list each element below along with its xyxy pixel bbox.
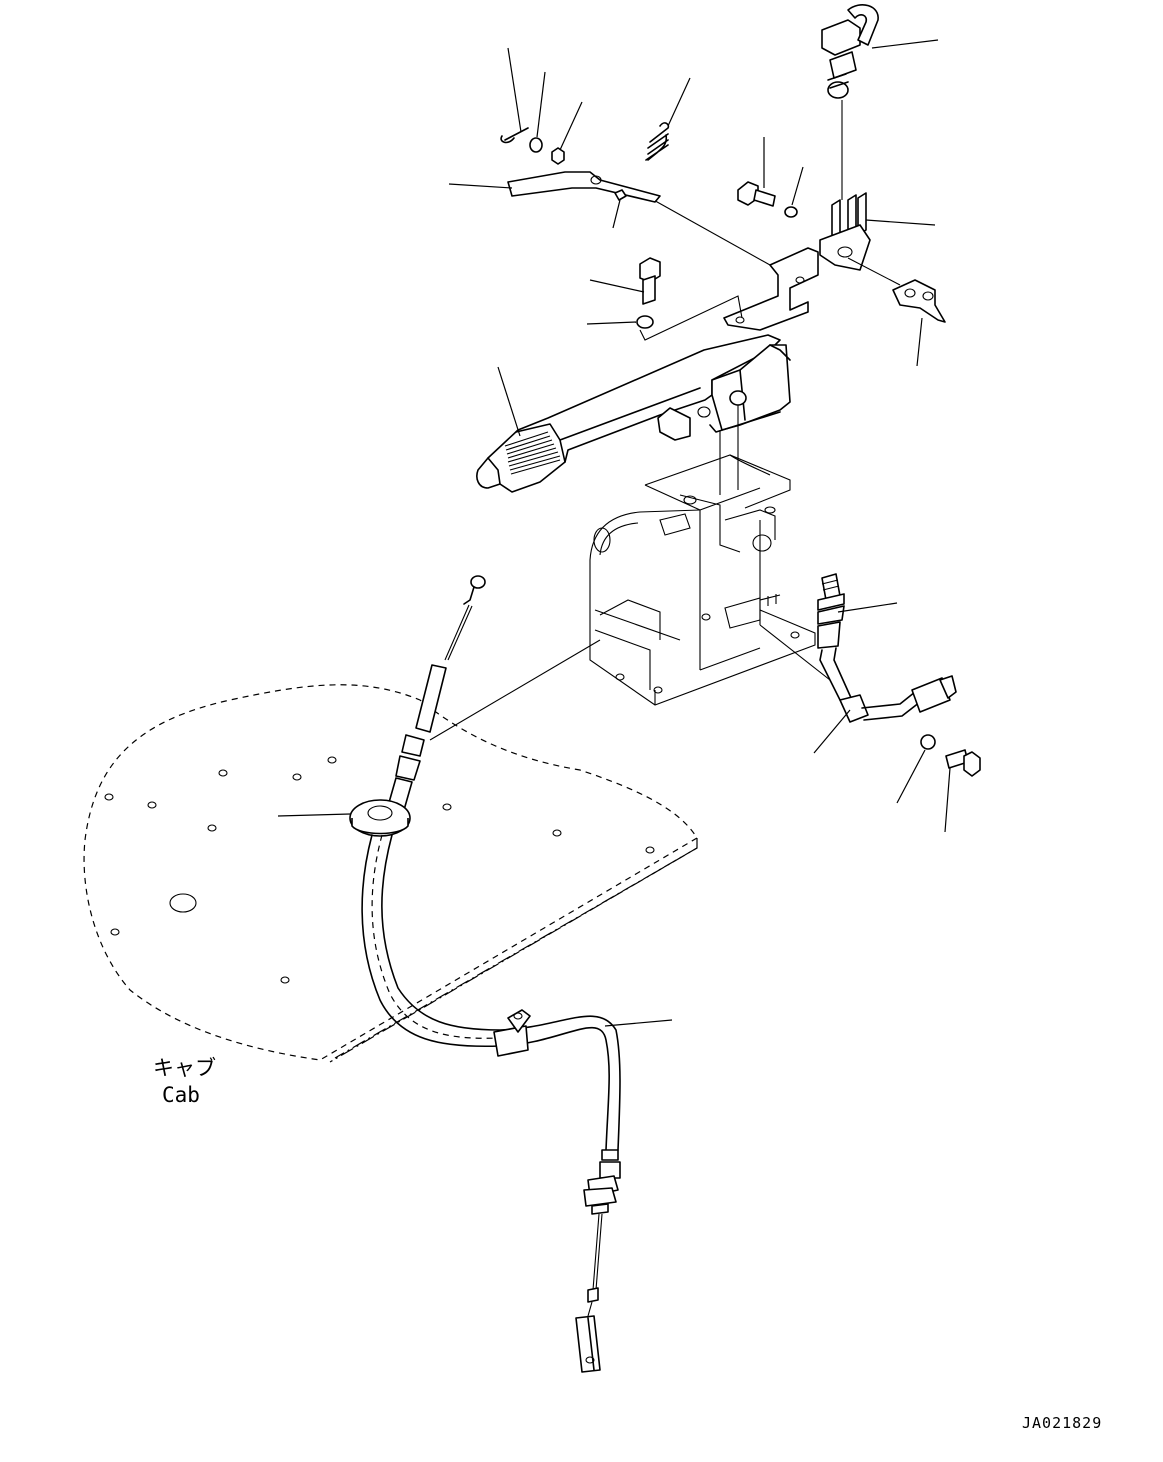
washer-harness [896, 734, 936, 804]
mounting-plate [649, 197, 901, 331]
brake-cable [277, 575, 673, 1373]
washer-switch-bracket [784, 166, 804, 218]
switch-bracket [819, 192, 936, 271]
cab-label-en: Cab [162, 1083, 200, 1107]
bolt-harness [944, 749, 981, 833]
cotter-pin [500, 47, 529, 144]
brake-switch-harness [759, 573, 957, 754]
floor-holes [104, 756, 655, 984]
washer-middle [586, 315, 654, 329]
nut-small [551, 101, 583, 165]
clip-plate [892, 279, 946, 367]
cab-floor-outline [83, 684, 698, 1063]
lever-switch [821, 4, 939, 99]
cable-clamp [493, 1009, 531, 1057]
drawing-code: JA021829 [1022, 1414, 1102, 1432]
cap-screw [589, 257, 661, 305]
lever-grip-ribs [504, 431, 561, 475]
bolt-switch-bracket [737, 137, 776, 207]
cab-label-jp: キャブ [153, 1056, 216, 1080]
floor-grommet [277, 799, 411, 837]
parking-brake-lever [476, 334, 791, 493]
lever-stand-bracket [589, 454, 816, 706]
return-spring [645, 77, 691, 161]
washer-small [529, 71, 546, 153]
pin-small [612, 189, 627, 229]
ratchet-link [448, 171, 661, 203]
